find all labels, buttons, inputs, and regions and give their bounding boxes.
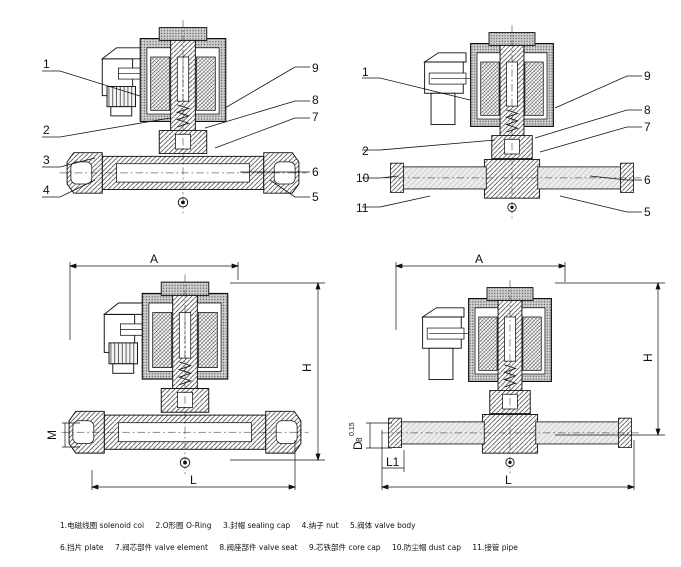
callouts-right: 1 2 10 11 9 8 7 6 5 [356, 65, 651, 219]
legend-row-1: 1.电磁线圈 solenoid coi 2.O形圈 O-Ring 3.封帽 se… [60, 520, 425, 531]
legend-row-2: 6.挡片 plate 7.阀芯部件 valve element 8.阀座部件 v… [60, 542, 527, 553]
callout-7: 7 [312, 110, 319, 124]
callout-6b: 6 [644, 173, 651, 187]
leader-lines-right [362, 75, 642, 213]
legend-item-9: 9.芯铁部件 core cap [308, 543, 381, 552]
callout-1: 1 [43, 57, 50, 71]
callout-2: 2 [43, 123, 50, 137]
callout-11: 11 [356, 201, 369, 215]
valve-view-top-left [58, 19, 308, 214]
callout-8: 8 [312, 93, 319, 107]
callout-3: 3 [43, 153, 50, 167]
callout-8b: 8 [644, 103, 651, 117]
legend-item-11: 11.接管 pipe [472, 543, 518, 552]
legend-item-3: 3.封帽 sealing cap [222, 521, 291, 530]
dim-A-left: A [150, 252, 158, 266]
dim-D: D [351, 441, 365, 450]
dim-A-right: A [475, 252, 483, 266]
dim-L-left: L [190, 473, 197, 487]
legend-item-8: 8.阀座部件 valve seat [219, 543, 298, 552]
callout-4: 4 [43, 183, 50, 197]
callout-2b: 2 [362, 144, 369, 158]
legend-item-7: 7.阀芯部件 valve element [114, 543, 208, 552]
callout-5b: 5 [644, 205, 651, 219]
callout-5: 5 [312, 190, 319, 204]
dim-L1: L1 [386, 455, 400, 469]
dim-H-right: H [641, 353, 655, 362]
legend-item-6: 6.挡片 plate [60, 543, 104, 552]
dimension-labels-right: A H L L1 D 8 0.15 [349, 252, 655, 487]
dimension-labels-left: A H L M [45, 252, 314, 487]
callout-9b: 9 [644, 69, 651, 83]
valve-view-bottom-left [60, 273, 310, 475]
dim-D-tol: 0.15 [349, 422, 356, 436]
legend-item-1: 1.电磁线圈 solenoid coi [60, 521, 145, 530]
dimensions-left [62, 262, 325, 490]
callout-10: 10 [356, 171, 370, 185]
dim-D-suffix: 8 [355, 437, 364, 442]
dim-H-left: H [300, 363, 314, 372]
legend-item-10: 10.防尘帽 dust cap [391, 543, 461, 552]
legend-item-5: 5.阀体 valve body [349, 521, 416, 530]
dim-M: M [45, 430, 59, 440]
callout-1b: 1 [362, 65, 369, 79]
valve-view-top-right [382, 24, 642, 219]
callout-7b: 7 [644, 120, 651, 134]
legend-item-2: 2.O形圈 O-Ring [155, 521, 212, 530]
dim-L-right: L [505, 473, 512, 487]
dimensions-right [366, 262, 665, 490]
valve-view-bottom-right [380, 279, 640, 474]
leader-lines-left [42, 66, 310, 198]
legend-item-4: 4.纳子 nut [301, 521, 339, 530]
callouts-left: 1 2 3 4 9 8 7 6 5 [43, 57, 319, 204]
callout-6: 6 [312, 165, 319, 179]
callout-9: 9 [312, 61, 319, 75]
